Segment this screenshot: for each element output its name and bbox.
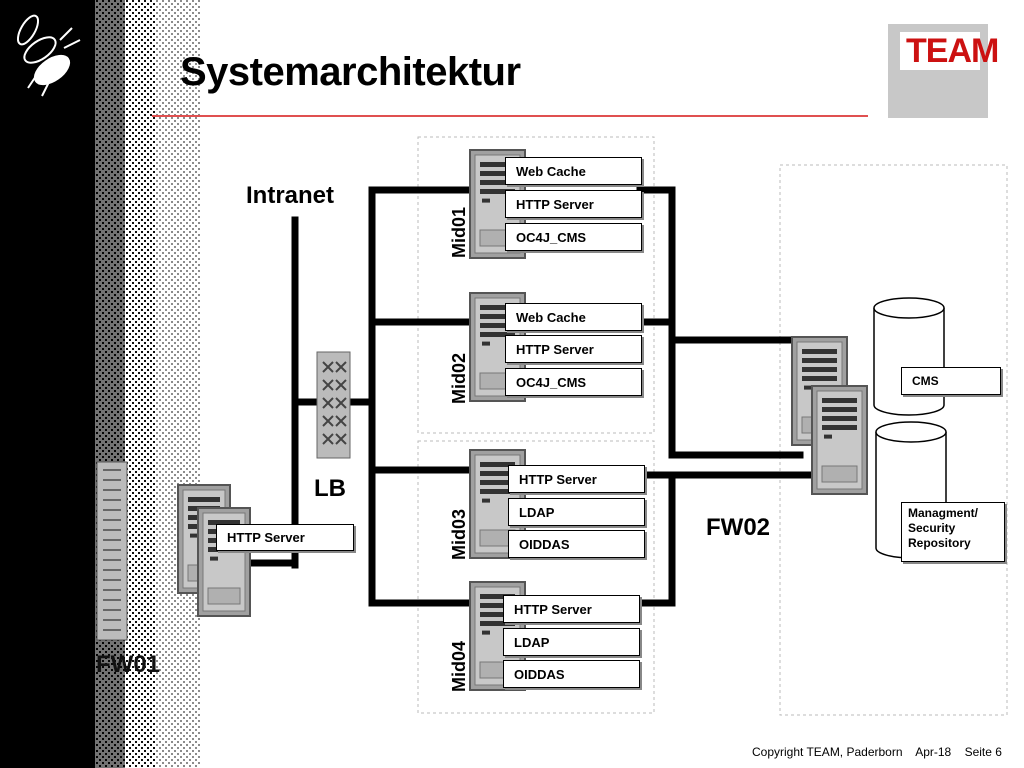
footer-date: Apr-18 [915, 745, 952, 759]
bee-icon [16, 14, 81, 97]
group-containers [417, 136, 1008, 716]
footer-page: Seite 6 [964, 745, 1002, 759]
mid04-oiddas: OIDDAS [503, 660, 640, 688]
footer: Copyright TEAM, Paderborn Apr-18 Seite 6 [752, 745, 1002, 759]
team-logo [888, 24, 988, 118]
intranet-label: Intranet [246, 182, 335, 209]
front-http-server: HTTP Server [216, 524, 354, 551]
team-logo-text: TEAM [906, 32, 999, 70]
left-decor-band [0, 0, 200, 768]
firewall-fw01-device [96, 461, 128, 641]
database-cms [873, 297, 945, 416]
mid03-http-server: HTTP Server [508, 465, 645, 493]
mid03-label: Mid03 [449, 508, 469, 560]
db-server-icon-2 [811, 385, 868, 495]
fw01-label: FW01 [96, 651, 161, 678]
repository-line-3: Repository [908, 536, 971, 550]
mid04-label: Mid04 [449, 640, 469, 692]
repository-line-2: Security [908, 521, 956, 535]
mid04-http-server: HTTP Server [503, 595, 640, 623]
load-balancer-device [316, 351, 351, 459]
cms-db-label: CMS [901, 367, 1001, 395]
mid04-ldap: LDAP [503, 628, 640, 656]
mid03-ldap: LDAP [508, 498, 645, 526]
network-links [231, 186, 824, 607]
mid01-oc4j-cms: OC4J_CMS [505, 223, 642, 251]
repository-db-label: Managment/ Security Repository [901, 502, 1005, 562]
mid01-label: Mid01 [449, 206, 469, 258]
mid01-web-cache: Web Cache [505, 157, 642, 185]
mid02-label: Mid02 [449, 352, 469, 404]
mid02-http-server: HTTP Server [505, 335, 642, 363]
mid02-web-cache: Web Cache [505, 303, 642, 331]
lb-label: LB [314, 475, 346, 502]
mid03-oiddas: OIDDAS [508, 530, 645, 558]
footer-copyright: Copyright TEAM, Paderborn [752, 745, 903, 759]
fw02-label: FW02 [706, 514, 771, 541]
repository-line-1: Managment/ [908, 506, 979, 520]
mid01-http-server: HTTP Server [505, 190, 642, 218]
page-title: Systemarchitektur [180, 50, 521, 94]
mid02-oc4j-cms: OC4J_CMS [505, 368, 642, 396]
